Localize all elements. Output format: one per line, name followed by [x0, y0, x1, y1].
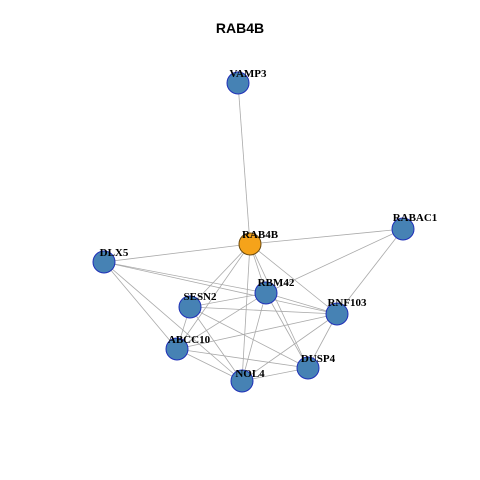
- diagram-title: RAB4B: [215, 20, 265, 36]
- edge-dlx5-abcc10: [103, 261, 178, 350]
- node-label-vamp3: VAMP3: [229, 68, 267, 80]
- node-label-rnf103: RNF103: [327, 297, 367, 309]
- edge-rab4b-dlx5: [103, 243, 251, 263]
- edge-rbm42-dusp4: [265, 292, 309, 369]
- edge-abcc10-nol4: [176, 348, 243, 382]
- node-dusp4: [296, 356, 320, 380]
- edge-rab4b-sesn2: [189, 243, 251, 308]
- edge-dlx5-rbm42: [103, 261, 267, 294]
- node-layer: [92, 71, 415, 393]
- edge-dlx5-rnf103: [103, 261, 338, 315]
- node-nol4: [230, 369, 254, 393]
- edge-rab4b-dusp4: [249, 243, 309, 369]
- node-label-nol4: NOL4: [235, 368, 265, 380]
- node-rnf103: [325, 302, 349, 326]
- edge-dlx5-nol4: [103, 261, 243, 382]
- edge-rnf103-nol4: [241, 313, 338, 382]
- node-sesn2: [178, 295, 202, 319]
- edge-sesn2-rnf103: [189, 306, 338, 315]
- node-label-rbm42: RBM42: [258, 277, 295, 289]
- node-label-dusp4: DUSP4: [301, 353, 336, 365]
- node-rab4b: [238, 232, 262, 256]
- edge-rbm42-nol4: [241, 292, 267, 382]
- node-rabac1: [391, 217, 415, 241]
- node-label-abcc10: ABCC10: [168, 334, 211, 346]
- edge-sesn2-nol4: [189, 306, 243, 382]
- edge-rabac1-rnf103: [336, 228, 404, 315]
- edge-rab4b-nol4: [241, 243, 251, 382]
- edge-rab4b-abcc10: [176, 243, 251, 350]
- node-abcc10: [165, 337, 189, 361]
- edge-rbm42-sesn2: [189, 292, 267, 308]
- node-dlx5: [92, 250, 116, 274]
- node-vamp3: [226, 71, 250, 95]
- node-label-sesn2: SESN2: [183, 291, 217, 303]
- edge-rab4b-rnf103: [249, 243, 338, 315]
- node-label-rab4b: RAB4B: [242, 229, 279, 241]
- node-rbm42: [254, 281, 278, 305]
- edge-rbm42-abcc10: [176, 292, 267, 350]
- edge-rabac1-rbm42: [265, 228, 404, 294]
- node-label-rabac1: RABAC1: [393, 212, 438, 224]
- edge-rbm42-rnf103: [265, 292, 338, 315]
- edge-rab4b-vamp3: [237, 82, 251, 245]
- edge-sesn2-dusp4: [189, 306, 309, 369]
- node-label-dlx5: DLX5: [100, 247, 129, 259]
- edge-rnf103-abcc10: [176, 313, 338, 350]
- edge-abcc10-dusp4: [176, 348, 309, 369]
- edge-rab4b-rabac1: [249, 228, 404, 245]
